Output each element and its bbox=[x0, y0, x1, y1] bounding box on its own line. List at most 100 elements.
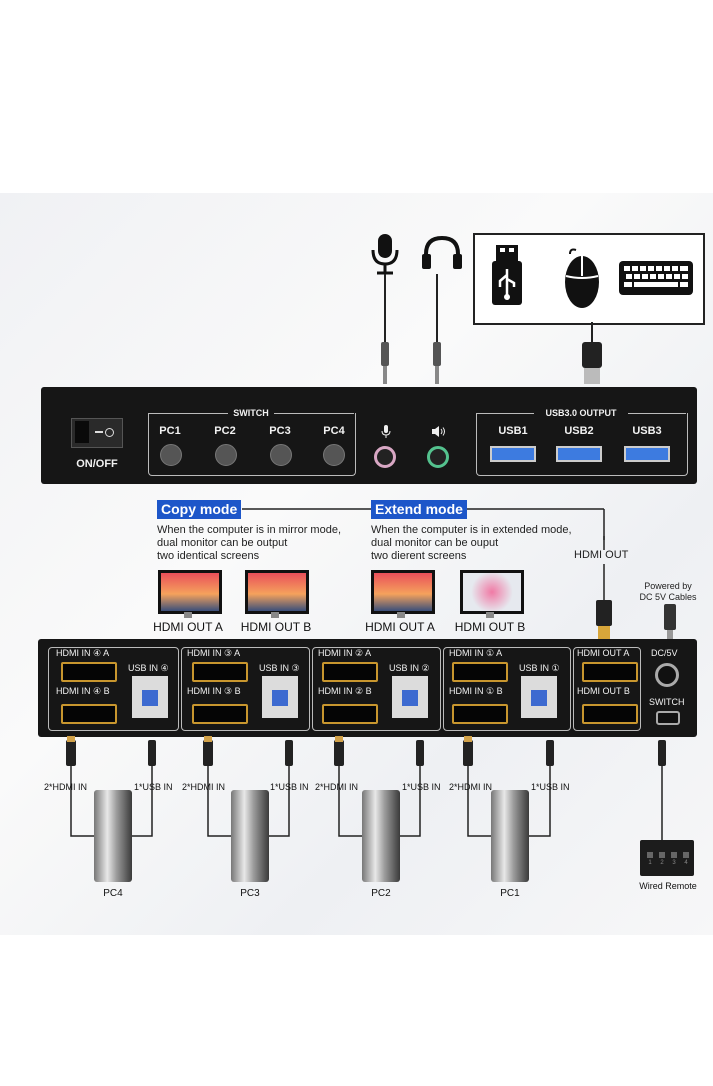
pc4-label: PC4 bbox=[323, 425, 345, 437]
remote-key-label-4: 4 bbox=[684, 860, 688, 866]
pc1-label: PC1 bbox=[159, 425, 181, 437]
hdmi-in-1b-port[interactable] bbox=[452, 704, 508, 724]
usb2-port[interactable] bbox=[556, 446, 602, 462]
extend-mode-desc-1: When the computer is in extended mode, bbox=[371, 524, 572, 536]
pc3-tower bbox=[231, 790, 269, 882]
pc4-usb-label: 1*USB IN bbox=[134, 782, 173, 792]
hdmi-in-2a-port[interactable] bbox=[322, 662, 378, 682]
hdmi-out-plug bbox=[596, 600, 612, 640]
wired-remote-label: Wired Remote bbox=[639, 881, 697, 891]
pc2-button[interactable] bbox=[215, 444, 237, 466]
hdmi-in-4b-port[interactable] bbox=[61, 704, 117, 724]
copy-mode-title: Copy mode bbox=[157, 500, 242, 519]
copy-monitor-b-label: HDMI OUT B bbox=[240, 620, 312, 634]
extend-mode-desc-3: two dierent screens bbox=[371, 550, 467, 562]
pc3-hdmi-label: 2*HDMI IN bbox=[182, 782, 226, 792]
remote-key-4[interactable] bbox=[683, 852, 689, 858]
usb-output-title: USB3.0 OUTPUT bbox=[545, 408, 617, 418]
pc1-label: PC1 bbox=[500, 888, 520, 899]
remote-key-label-3: 3 bbox=[672, 860, 676, 866]
remote-key-label-2: 2 bbox=[660, 860, 664, 866]
pc-cabling bbox=[66, 736, 666, 840]
switch-group-frame bbox=[148, 413, 356, 476]
hdmi-in-1a-label: HDMI IN ① A bbox=[449, 648, 503, 658]
usb-in-1-label: USB IN ① bbox=[519, 663, 560, 673]
hdmi-in-2a-label: HDMI IN ② A bbox=[318, 648, 372, 658]
hdmi-out-label: HDMI OUT bbox=[574, 549, 629, 561]
usb1-label: USB1 bbox=[498, 425, 528, 437]
pc2-tower bbox=[362, 790, 400, 882]
usb-cable bbox=[582, 322, 602, 384]
powered-by-line2: DC 5V Cables bbox=[639, 592, 697, 602]
headphone-jack[interactable] bbox=[427, 446, 449, 468]
pc2-label: PC2 bbox=[214, 425, 236, 437]
pc1-button[interactable] bbox=[160, 444, 182, 466]
pc3-button[interactable] bbox=[270, 444, 292, 466]
usb-in-2-port-inner bbox=[402, 690, 418, 706]
remote-key-3[interactable] bbox=[671, 852, 677, 858]
hdmi-in-1a-port[interactable] bbox=[452, 662, 508, 682]
hdmi-in-2b-label: HDMI IN ② B bbox=[318, 686, 372, 696]
hdmi-in-3a-port[interactable] bbox=[192, 662, 248, 682]
mic-jack[interactable] bbox=[374, 446, 396, 468]
pc3-label: PC3 bbox=[269, 425, 291, 437]
hdmi-in-3b-label: HDMI IN ③ B bbox=[187, 686, 241, 696]
hdmi-in-4b-label: HDMI IN ④ B bbox=[56, 686, 110, 696]
usb-in-3-label: USB IN ③ bbox=[259, 663, 300, 673]
power-switch-circle bbox=[105, 428, 114, 437]
pc1-usb-label: 1*USB IN bbox=[531, 782, 570, 792]
monitor-copy-b-stand bbox=[271, 612, 279, 618]
dc-power-plug bbox=[664, 604, 676, 642]
audio-cables bbox=[381, 274, 441, 384]
monitor-copy-b bbox=[245, 570, 309, 614]
back-group-frame-3 bbox=[181, 647, 310, 731]
copy-mode-desc-1: When the computer is in mirror mode, bbox=[157, 524, 342, 536]
hdmi-in-2b-port[interactable] bbox=[322, 704, 378, 724]
monitor-extend-b-stand bbox=[486, 612, 494, 618]
pc1-tower bbox=[491, 790, 529, 882]
microphone-icon bbox=[381, 425, 391, 438]
remote-key-1[interactable] bbox=[647, 852, 653, 858]
copy-mode-desc-2: dual monitor can be output bbox=[157, 537, 288, 549]
dc-jack[interactable] bbox=[655, 663, 679, 687]
usb1-port[interactable] bbox=[490, 446, 536, 462]
pc3-usb-label: 1*USB IN bbox=[270, 782, 309, 792]
extend-mode-title: Extend mode bbox=[371, 500, 467, 519]
headphones-icon bbox=[422, 235, 462, 269]
hdmi-out-a-port[interactable] bbox=[582, 662, 638, 682]
remote-key-2[interactable] bbox=[659, 852, 665, 858]
wired-remote[interactable] bbox=[640, 840, 694, 876]
hdmi-out-b-label: HDMI OUT B bbox=[577, 686, 630, 696]
copy-monitor-a-label: HDMI OUT A bbox=[153, 620, 223, 634]
hdmi-out-line bbox=[603, 536, 605, 604]
powered-by-line1: Powered by bbox=[644, 581, 692, 591]
usb2-label: USB2 bbox=[564, 425, 594, 437]
back-group-frame-2 bbox=[312, 647, 441, 731]
hdmi-in-3a-label: HDMI IN ③ A bbox=[187, 648, 241, 658]
hdmi-out-b-port[interactable] bbox=[582, 704, 638, 724]
copy-mode-desc-3: two identical screens bbox=[157, 550, 260, 562]
pc2-label: PC2 bbox=[371, 888, 391, 899]
back-group-frame-out bbox=[573, 647, 641, 731]
pc4-hdmi-label: 2*HDMI IN bbox=[44, 782, 88, 792]
remote-key-label-1: 1 bbox=[648, 860, 652, 866]
monitor-copy-a bbox=[158, 570, 222, 614]
power-switch-rocker bbox=[75, 421, 89, 443]
back-switch-port[interactable] bbox=[656, 711, 680, 725]
usb3-port[interactable] bbox=[624, 446, 670, 462]
power-switch-dash bbox=[95, 431, 103, 433]
dc-label: DC/5V bbox=[651, 648, 678, 658]
hdmi-in-4a-port[interactable] bbox=[61, 662, 117, 682]
pc1-hdmi-label: 2*HDMI IN bbox=[449, 782, 493, 792]
pc2-usb-label: 1*USB IN bbox=[402, 782, 441, 792]
hdmi-in-3b-port[interactable] bbox=[192, 704, 248, 724]
usb-group-topline-right bbox=[628, 413, 686, 414]
back-group-frame-1 bbox=[443, 647, 571, 731]
usb-in-2-label: USB IN ② bbox=[389, 663, 430, 673]
mode-connector-lines bbox=[242, 508, 605, 540]
pc4-button[interactable] bbox=[323, 444, 345, 466]
switch-group-topline-left bbox=[148, 413, 228, 414]
usb-in-4-label: USB IN ④ bbox=[128, 663, 169, 673]
speaker-icon bbox=[432, 426, 445, 437]
mouse-icon bbox=[565, 248, 599, 308]
